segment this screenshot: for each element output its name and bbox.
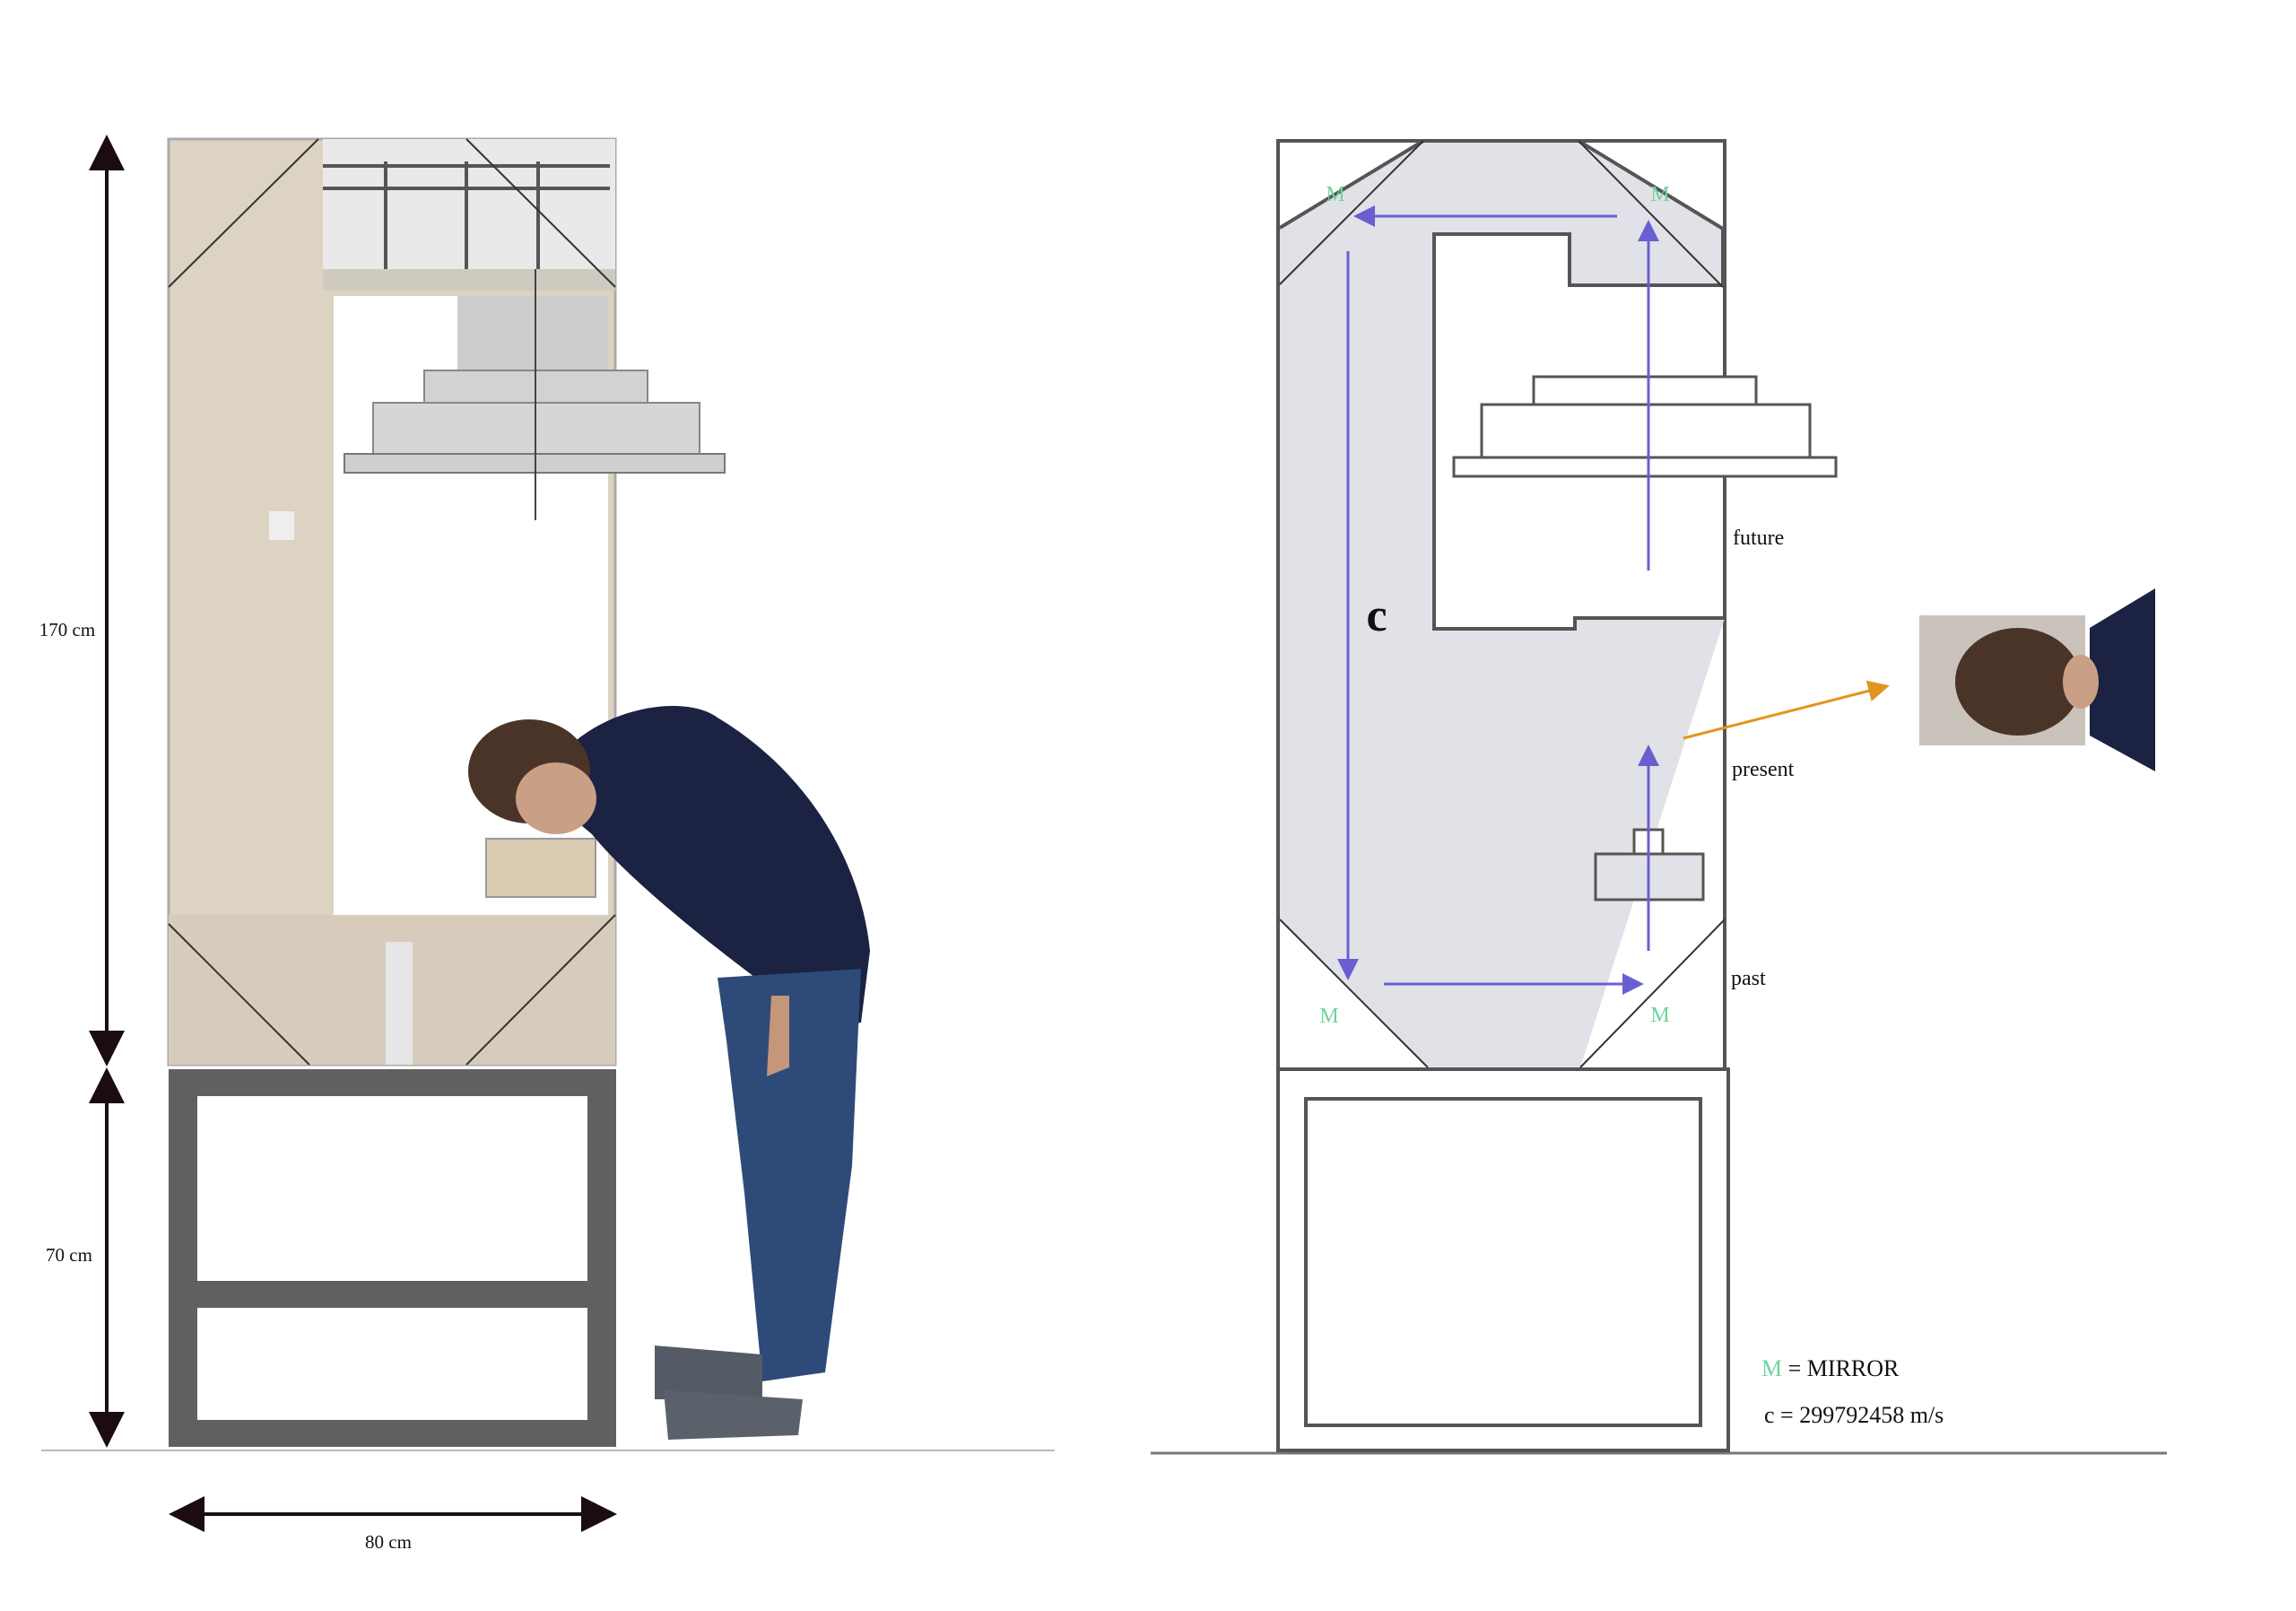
left-elevation: 170 cm 70 cm 80 cm [39, 135, 1055, 1553]
label-past: past [1731, 967, 1766, 990]
mirror-label-bottom-right: M [1650, 1004, 1669, 1027]
light-path [1337, 205, 1659, 995]
label-present: present [1732, 758, 1795, 781]
top-mirror-chamber [323, 139, 615, 274]
step-1 [1532, 375, 1758, 406]
dimension-label-170: 170 cm [39, 619, 95, 640]
mirror-diagonals [168, 138, 616, 1066]
eyepiece-box [485, 838, 596, 898]
legend: M = MIRROR c = 299792458 m/s [1761, 1355, 1944, 1428]
legend-speed-of-light: c = 299792458 m/s [1764, 1402, 1944, 1428]
mirror-diagonals [1279, 140, 1726, 1068]
dimension-label-70: 70 cm [46, 1244, 92, 1266]
mirror-label-top-left: M [1326, 183, 1344, 206]
person-figure [468, 705, 870, 1440]
mirror-label-bottom-left: M [1319, 1005, 1338, 1028]
viewer-photo [1919, 588, 2155, 771]
view-arrow [1683, 680, 1890, 740]
table [169, 1069, 616, 1447]
upper-block [457, 296, 608, 372]
step-2 [1480, 403, 1812, 459]
label-patch [269, 511, 294, 540]
speed-of-light-symbol: c [1366, 590, 1387, 641]
light-channel [1280, 141, 1725, 1067]
right-schematic: M M M M c future present past M = MIRROR… [1151, 139, 2167, 1455]
label-future: future [1733, 527, 1784, 550]
legend-mirror: M = MIRROR [1761, 1355, 1900, 1381]
inner-frame-lines [323, 161, 610, 269]
dimension-label-80: 80 cm [365, 1531, 412, 1553]
table-inner [1304, 1097, 1702, 1427]
table-outline [1276, 1067, 1730, 1452]
shelf-edge [323, 269, 615, 291]
mirror-label-top-right: M [1650, 183, 1669, 206]
top-plate [1452, 456, 1838, 478]
